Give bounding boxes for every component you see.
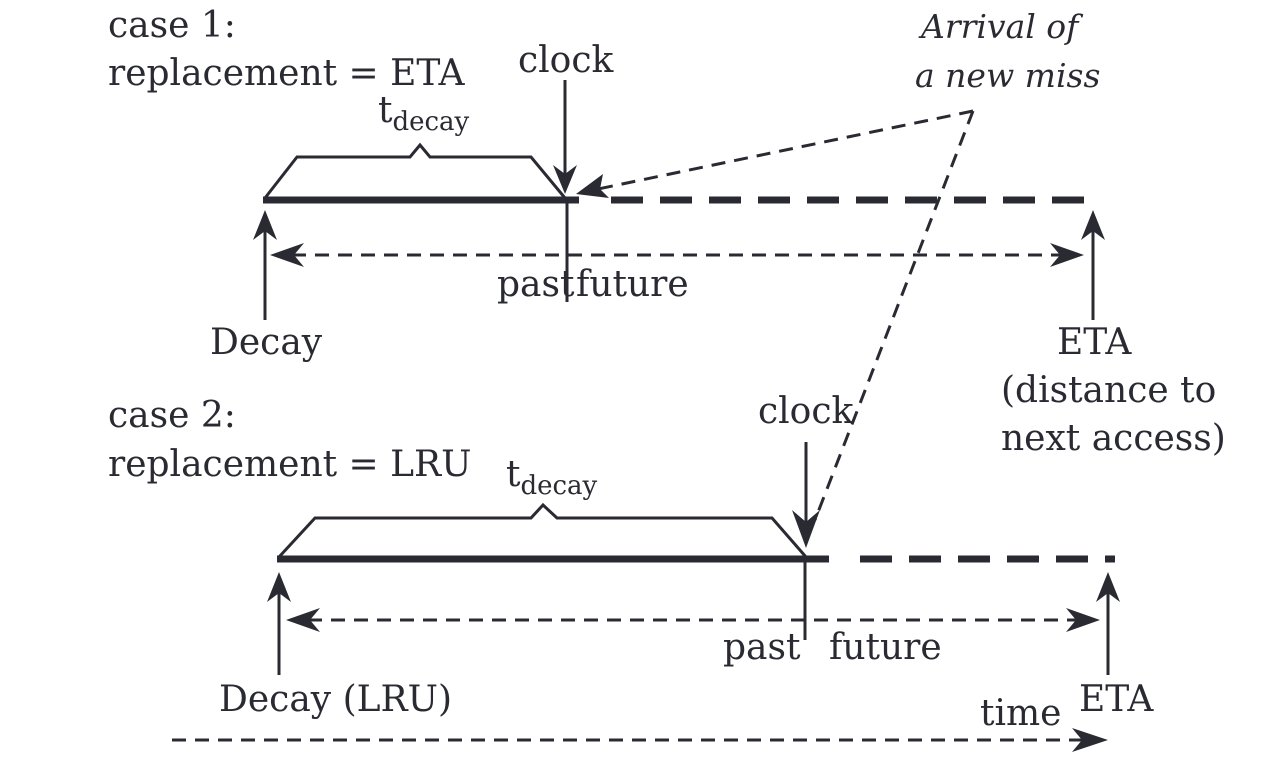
case2-heading: case 2: xyxy=(108,395,236,436)
case2-decay-brace xyxy=(277,502,808,559)
case2-eta-label: ETA xyxy=(1079,679,1154,720)
case2-tdecay-label: tdecay xyxy=(506,454,598,501)
case2-clock-arrowhead xyxy=(792,510,820,548)
case1-distance-left-arrowhead xyxy=(270,243,304,267)
case2-eta-arrowhead xyxy=(1096,572,1120,602)
arrival-arrow-case1-line xyxy=(597,109,974,191)
case1-decay-label: Decay xyxy=(210,322,323,363)
arrival-arrow-case2-line xyxy=(813,110,975,521)
case1-policy-label: replacement = ETA xyxy=(108,53,465,94)
time-axis-label: time xyxy=(980,693,1061,734)
case2-decay-arrowhead xyxy=(267,572,291,602)
case2-past-label: past xyxy=(723,627,801,668)
arrival-label-line1: Arrival of xyxy=(918,7,1084,46)
case2-future-label: future xyxy=(829,627,942,668)
case1-future-label: future xyxy=(576,264,689,305)
case2-distance-right-arrowhead xyxy=(1066,608,1100,632)
arrival-arrow-case1-head xyxy=(576,174,609,198)
case1-decay-brace xyxy=(263,142,567,199)
case1-clock-arrowhead xyxy=(553,165,577,194)
case1-heading: case 1: xyxy=(108,5,236,46)
case1-past-label: past xyxy=(497,264,575,305)
case2-clock-label: clock xyxy=(758,391,855,432)
case1-eta-arrowhead xyxy=(1081,210,1105,240)
case1-eta-note-line1: (distance to xyxy=(1001,370,1216,411)
arrival-label-line2: a new miss xyxy=(915,56,1100,95)
time-axis-arrowhead xyxy=(1072,728,1108,752)
case1-clock-label: clock xyxy=(518,40,615,81)
case2-decay-label: Decay (LRU) xyxy=(219,679,452,720)
case2-distance-left-arrowhead xyxy=(286,608,320,632)
case1-tdecay-label: tdecay xyxy=(378,90,470,137)
case1-eta-note-line2: next access) xyxy=(1001,418,1226,459)
case1-distance-right-arrowhead xyxy=(1050,243,1084,267)
case2-policy-label: replacement = LRU xyxy=(108,444,472,485)
case1-eta-label: ETA xyxy=(1057,322,1132,363)
case1-decay-arrowhead xyxy=(253,210,277,240)
